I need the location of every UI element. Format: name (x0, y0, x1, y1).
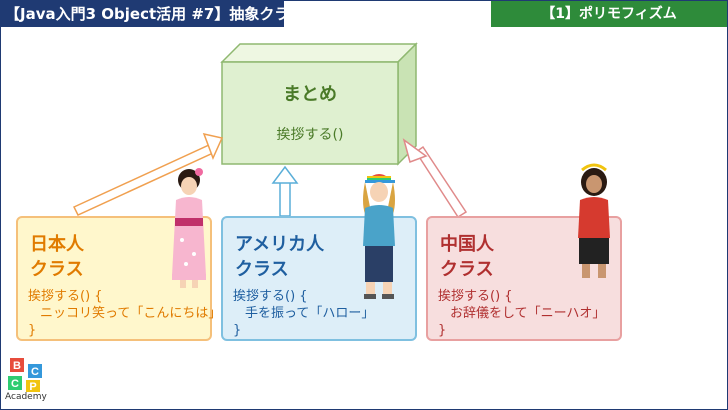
japanese-class-name: 日本人 クラス (30, 232, 84, 282)
chinese-person-illustration (578, 163, 610, 278)
arrow-japanese-to-parent (72, 132, 224, 216)
academy-logo: B C C P (8, 358, 42, 393)
american-person-illustration (363, 174, 395, 299)
chinese-class-name: 中国人 クラス (440, 232, 494, 282)
method-end: } (28, 323, 37, 338)
method-body: お辞儀をして「ニーハオ」 (450, 306, 606, 321)
logo-letter: C (31, 366, 39, 378)
logo-letter: C (11, 378, 19, 390)
method-end: } (233, 323, 242, 338)
american-class-name: アメリカ人 クラス (235, 232, 324, 282)
american-method: 挨拶する() { 手を振って「ハロー」 } (233, 288, 374, 339)
arrow-american-to-parent (271, 165, 299, 217)
logo-block (26, 380, 40, 392)
logo-caption: Academy (5, 392, 47, 402)
chinese-class-box: 中国人 クラス 挨拶する() { お辞儀をして「ニーハオ」 } (426, 163, 622, 341)
class-name-line: クラス (440, 259, 494, 280)
parent-class-name: まとめ (283, 84, 337, 105)
method-end: } (438, 323, 447, 338)
arrow-chinese-to-parent (402, 138, 468, 219)
section-label: 【1】ポリモフィズム (491, 1, 727, 27)
method-body: ニッコリ笑って「こんにちは」 (40, 306, 222, 321)
method-signature: 挨拶する() { (233, 289, 308, 304)
slide-title: 【Java入門3 Object活用 #7】抽象クラス (1, 1, 304, 27)
method-body: 手を振って「ハロー」 (245, 306, 375, 321)
japanese-method: 挨拶する() { ニッコリ笑って「こんにちは」 } (28, 288, 221, 339)
logo-block (10, 358, 24, 372)
method-signature: 挨拶する() { (438, 289, 513, 304)
logo-block (28, 364, 42, 378)
class-name-line: 中国人 (440, 234, 494, 255)
class-name-line: クラス (235, 259, 289, 280)
chinese-method: 挨拶する() { お辞儀をして「ニーハオ」 } (438, 288, 605, 339)
method-signature: 挨拶する() { (28, 289, 103, 304)
logo-block (8, 376, 22, 390)
logo-letter: B (13, 360, 21, 372)
class-name-line: クラス (30, 259, 84, 280)
class-name-line: 日本人 (30, 234, 84, 255)
japanese-class-box: 日本人 クラス 挨拶する() { ニッコリ笑って「こんにちは」 } (16, 168, 221, 341)
class-name-line: アメリカ人 (235, 234, 325, 255)
cube-top-face (220, 43, 418, 63)
logo-letter: P (29, 381, 36, 393)
american-class-box: アメリカ人 クラス 挨拶する() { 手を振って「ハロー」 } (221, 174, 417, 341)
japanese-person-illustration (172, 168, 206, 288)
cube-front-face (221, 61, 399, 165)
parent-method: 挨拶する() (276, 127, 344, 143)
